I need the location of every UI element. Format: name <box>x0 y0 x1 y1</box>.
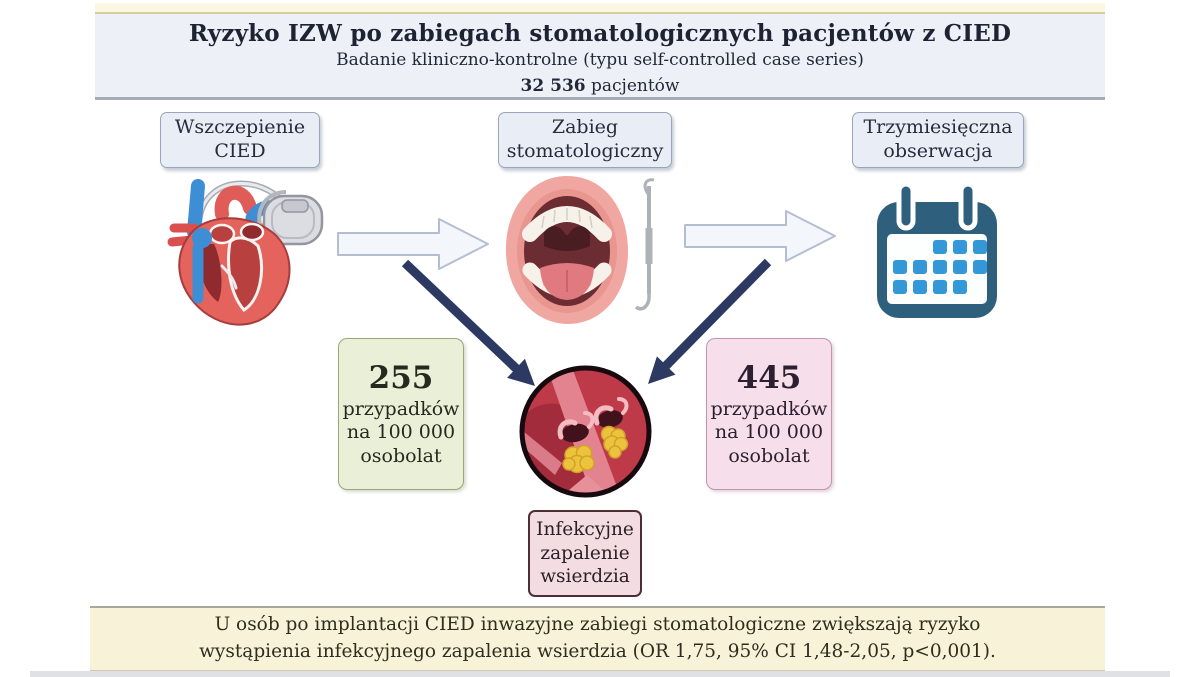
calendar-days <box>893 240 987 294</box>
study-subtitle: Badanie kliniczno-kontrolne (typu self-c… <box>336 50 864 70</box>
rate-value: 255 <box>368 360 434 397</box>
rate-box-445: 445 przypadków na 100 000 osobolat <box>706 338 832 490</box>
heart-pacemaker-icon <box>167 179 324 326</box>
rate-value: 445 <box>736 360 802 397</box>
soft-palate <box>544 226 590 251</box>
patients-number: 32 536 <box>520 76 586 96</box>
block-arrow-right-icon <box>684 210 836 262</box>
step-box-dental-procedure: Zabieg stomatologiczny <box>498 112 672 168</box>
navy-arrow-down-left-icon <box>648 258 772 384</box>
rate-unit: przypadków na 100 000 osobolat <box>342 398 460 467</box>
block-arrow-right-icon <box>337 218 489 270</box>
outcome-label: Infekcyjne zapalenie wsierdzia <box>528 510 642 597</box>
top-cream-strip <box>95 3 1105 14</box>
rate-unit: przypadków na 100 000 osobolat <box>710 398 828 467</box>
bottom-gray-strip <box>30 671 1170 677</box>
page-title: Ryzyko IZW po zabiegach stomatologicznyc… <box>188 20 1012 47</box>
patients-count: 32 536 pacjentów <box>95 76 1105 96</box>
dental-probe <box>634 178 655 311</box>
header: Ryzyko IZW po zabiegach stomatologicznyc… <box>95 14 1105 100</box>
open-mouth-dental-probe-icon <box>505 176 655 324</box>
rate-box-255: 255 przypadków na 100 000 osobolat <box>338 338 464 490</box>
patients-word: pacjentów <box>585 76 680 96</box>
heart-valves <box>557 397 629 443</box>
endocarditis-illustration <box>519 365 652 498</box>
step-box-implant: Wszczepienie CIED <box>160 112 320 168</box>
navy-arrow-down-right-icon <box>401 259 535 386</box>
conclusion-bar: U osób po implantacji CIED inwazyjne zab… <box>90 606 1105 671</box>
step-box-observation: Trzymiesięczna obserwacja <box>852 112 1024 168</box>
vegetations <box>562 425 629 474</box>
calendar-icon <box>877 181 997 318</box>
